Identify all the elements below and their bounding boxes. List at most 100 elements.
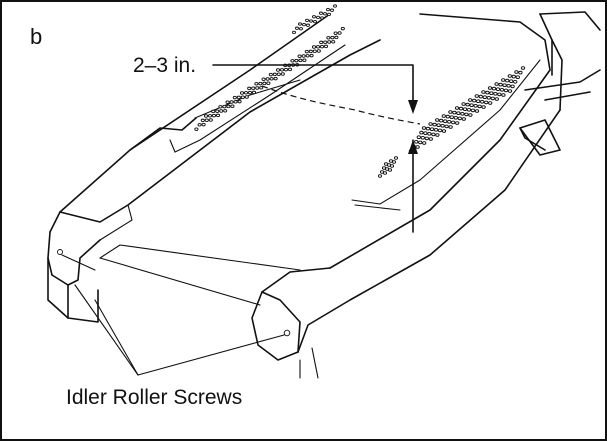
- perforation-hole: [484, 100, 489, 105]
- perforation-hole: [197, 123, 202, 127]
- perforation-hole: [287, 67, 293, 72]
- perforation-hole: [422, 141, 427, 145]
- perforation-hole: [244, 95, 249, 99]
- perforation-hole: [518, 70, 523, 75]
- perforation-hole: [514, 70, 519, 74]
- perforation-hole: [451, 120, 456, 125]
- perforation-hole: [493, 91, 498, 96]
- upright-frame: [519, 11, 601, 156]
- perforation-hole: [334, 35, 339, 40]
- perforation-hole: [215, 113, 221, 118]
- perforation-hole: [501, 93, 506, 97]
- perforation-hole: [437, 128, 443, 133]
- perforation-hole: [204, 118, 209, 122]
- perforation-hole: [323, 12, 327, 16]
- perforation-hole: [326, 7, 330, 12]
- perforation-hole: [331, 40, 336, 44]
- perforation-hole: [449, 115, 454, 120]
- perforation-hole: [433, 127, 439, 132]
- perforation-hole: [301, 54, 306, 58]
- perforation-hole: [306, 23, 310, 27]
- perforation-hole: [200, 118, 205, 123]
- perforation-hole: [302, 58, 307, 62]
- perforation-hole: [478, 94, 483, 99]
- perforation-hole: [323, 40, 328, 44]
- perforation-hole: [333, 4, 337, 8]
- right-rail: [251, 13, 563, 379]
- perforation-hole: [393, 156, 399, 160]
- perforation-hole: [308, 49, 313, 54]
- perforation-hole: [215, 109, 220, 113]
- perforation-hole: [275, 68, 281, 72]
- perforation-hole: [461, 102, 466, 106]
- perforation-hole: [441, 129, 447, 133]
- perforation-hole: [279, 68, 285, 72]
- perforation-hole: [425, 126, 431, 131]
- perforation-hole: [218, 105, 223, 109]
- perforation-hole: [435, 133, 440, 137]
- perforation-hole: [268, 72, 273, 77]
- perforation-hole: [511, 74, 516, 79]
- perforation-hole: [481, 90, 486, 94]
- perforation-hole: [462, 107, 468, 112]
- perforation-hole: [488, 101, 493, 105]
- perforation-hole: [487, 86, 493, 90]
- perforation-hole: [510, 84, 515, 89]
- perforation-hole: [458, 106, 464, 111]
- perforation-hole: [298, 22, 302, 26]
- perforation-hole: [316, 49, 321, 53]
- perforation-hole: [464, 112, 469, 117]
- screw-icon: [57, 249, 291, 337]
- perforation-hole: [455, 121, 460, 125]
- perforation-hole: [312, 15, 316, 19]
- perforation-hole: [443, 119, 448, 124]
- perforation-hole: [283, 67, 289, 72]
- perforation-hole: [432, 122, 437, 127]
- perforation-hole: [194, 127, 199, 131]
- perforation-hole: [313, 19, 317, 24]
- perforation-hole: [208, 118, 213, 122]
- perforation-hole: [211, 109, 216, 114]
- perforation-hole: [454, 106, 460, 110]
- perforation-hole: [299, 27, 303, 31]
- perforation-hole: [489, 91, 494, 96]
- perforation-hole: [448, 125, 453, 129]
- perforation-hole: [319, 40, 324, 45]
- perforation-hole: [509, 79, 514, 84]
- perforation-hole: [292, 30, 296, 35]
- perforation-hole: [502, 83, 507, 88]
- perforation-hole: [503, 88, 509, 93]
- perforation-hole: [225, 100, 230, 104]
- perforation-hole: [230, 104, 235, 108]
- walking-belt: [99, 79, 421, 306]
- perforation-hole: [251, 86, 256, 90]
- perforation-hole: [428, 122, 433, 126]
- perforation-hole: [420, 135, 425, 140]
- perforation-hole: [280, 72, 285, 76]
- perforation-hole: [326, 36, 331, 40]
- double-arrow-icon: [212, 64, 418, 233]
- perforation-hole: [436, 123, 441, 128]
- perforation-hole: [441, 114, 446, 118]
- perforation-hole: [330, 8, 334, 12]
- screw-leader-lines: [61, 254, 285, 376]
- panel-label: b: [30, 24, 42, 49]
- perforation-hole: [421, 126, 427, 130]
- perforation-hole: [472, 98, 477, 103]
- perforation-hole: [273, 76, 278, 81]
- perforation-hole: [323, 44, 329, 49]
- perforation-hole: [499, 87, 505, 92]
- perforation-hole: [254, 82, 259, 86]
- perforation-hole: [315, 45, 321, 49]
- perforation-hole: [439, 118, 444, 123]
- right-footrail-pads: [377, 66, 526, 178]
- perforation-hole: [490, 96, 495, 101]
- perforation-hole: [309, 19, 313, 23]
- perforation-hole: [513, 79, 518, 84]
- perforation-hole: [477, 104, 482, 109]
- screws-label: Idler Roller Screws: [66, 386, 242, 409]
- perforation-hole: [236, 95, 241, 100]
- perforation-hole: [305, 54, 310, 58]
- perforation-hole: [337, 31, 342, 35]
- perforation-hole: [272, 72, 277, 77]
